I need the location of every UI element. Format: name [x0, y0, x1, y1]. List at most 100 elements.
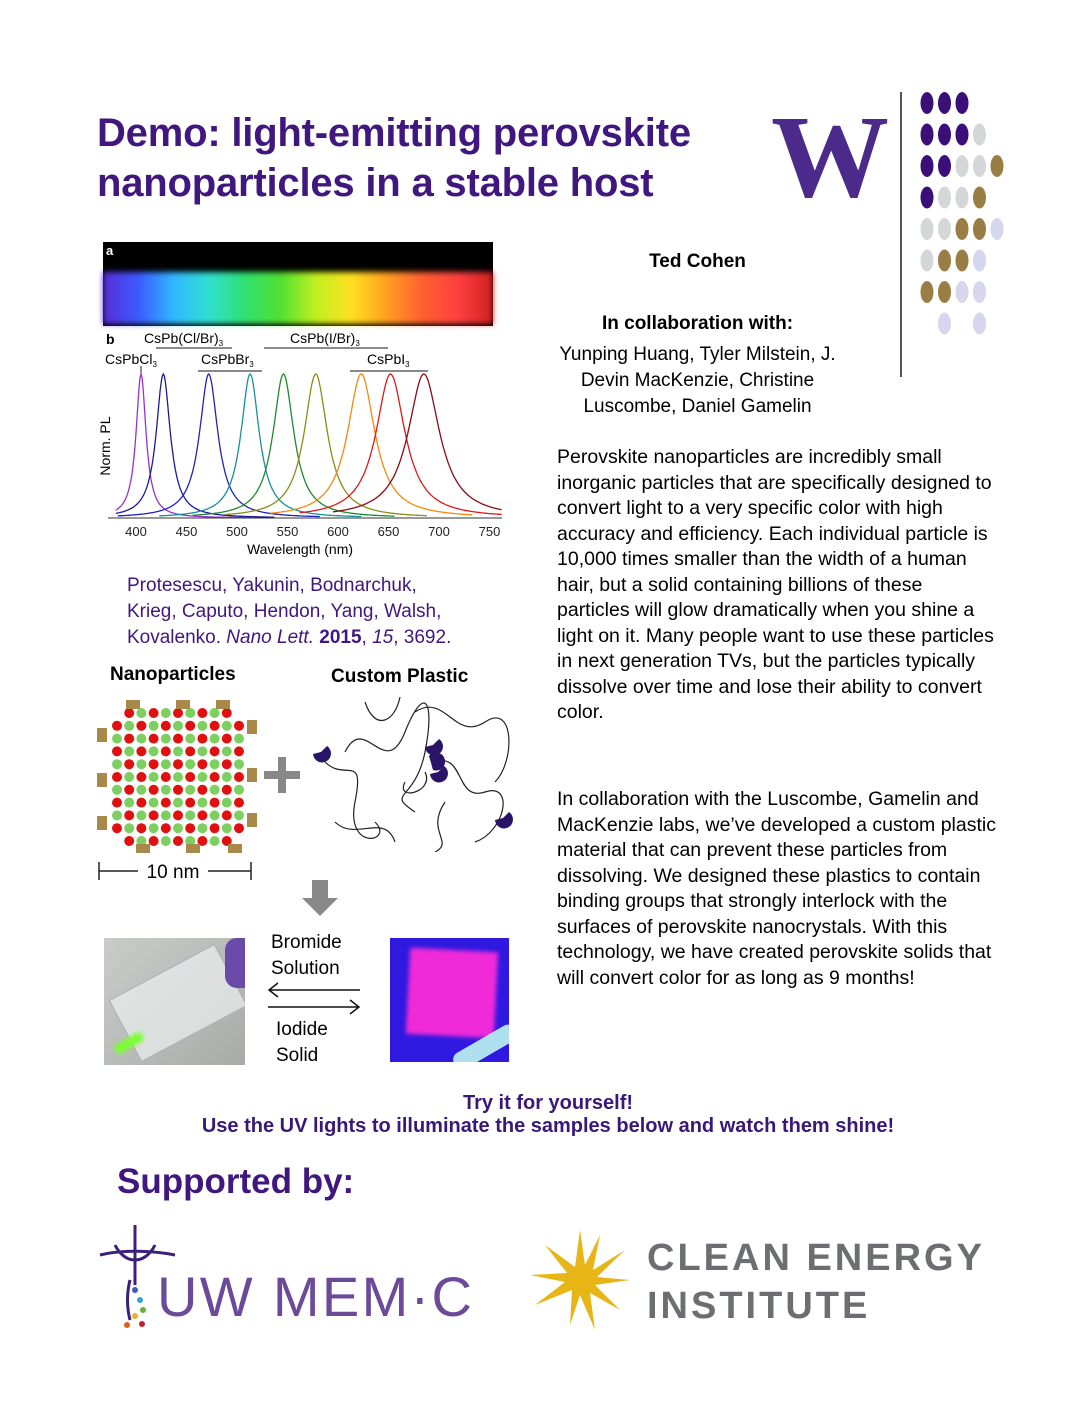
lattice-ion [234, 746, 244, 757]
cei-line-2: INSTITUTE [647, 1285, 870, 1327]
lattice-ion [173, 772, 183, 782]
lattice-ion [124, 720, 135, 731]
supported-by-heading: Supported by: [117, 1162, 355, 1201]
lattice-ion [197, 733, 208, 744]
lattice-ion [197, 772, 208, 782]
lattice-ion [234, 797, 244, 808]
x-tick-400: 400 [125, 524, 147, 539]
lattice-ion [234, 772, 244, 782]
lattice-ion [234, 759, 244, 770]
series-curve-7 [299, 373, 502, 516]
lattice-ion [234, 823, 244, 834]
x-tick-650: 650 [378, 524, 400, 539]
lattice-ion [160, 708, 171, 718]
x-tick-750: 750 [479, 524, 501, 539]
annot-clbr: CsPb(Cl/Br)3 [144, 330, 224, 348]
lattice-ion [209, 810, 220, 821]
x-tick-550: 550 [277, 524, 299, 539]
pl-spectra-chart: b CsPb(Cl/Br)3 CsPb(I/Br)3 CsPbCl3 CsPbB… [97, 330, 502, 557]
lattice-ion [221, 746, 232, 757]
citation-ref: Kovalenko. Nano Lett. 2015, 15, 3692. [127, 627, 452, 648]
lattice-ion [160, 836, 171, 846]
lattice-ion [112, 733, 122, 744]
lattice-ion [136, 746, 147, 757]
lattice-ion [148, 708, 159, 718]
author-name: Ted Cohen [649, 251, 746, 272]
lattice-ion [209, 720, 220, 731]
lattice-ion [112, 772, 122, 782]
nanoparticle-lattice-illustration [97, 700, 257, 853]
lattice-ion [148, 784, 159, 795]
lattice-ion [185, 708, 196, 718]
lattice-ion [112, 810, 122, 821]
lattice-ion [234, 810, 244, 821]
lattice-ion [209, 797, 220, 808]
ligand [97, 773, 107, 787]
uw-w-letter: W [771, 112, 889, 202]
film-photo-bromide [104, 938, 245, 1065]
lattice-ion [148, 720, 159, 731]
lattice-ion [221, 836, 232, 846]
x-tick-450: 450 [176, 524, 198, 539]
lattice-ion [173, 746, 183, 757]
page-title: Demo: light-emitting perovskite nanopart… [97, 108, 691, 208]
decor-dot [938, 218, 951, 240]
lattice-ion [136, 720, 147, 731]
citation: Protesescu, Yakunin, Bodnarchuk, Krieg, … [127, 573, 451, 651]
x-tick-500: 500 [226, 524, 248, 539]
lattice-ion [124, 810, 135, 821]
lattice-ion [160, 810, 171, 821]
lattice-ion [197, 797, 208, 808]
decor-dot [938, 92, 951, 114]
lattice-ion [124, 708, 135, 718]
down-arrow-icon [302, 880, 338, 916]
sun-burst-icon [530, 1230, 630, 1330]
lattice-ion [209, 733, 220, 744]
lattice-ion [173, 759, 183, 770]
lattice-ion [197, 708, 208, 718]
series-curve-8 [332, 373, 502, 513]
title-line-2: nanoparticles in a stable host [97, 161, 654, 205]
lattice-ion [234, 720, 244, 731]
decor-dot [920, 218, 934, 240]
ligand [97, 816, 107, 830]
lattice-ion [173, 784, 183, 795]
lattice-ion [136, 823, 147, 834]
lattice-ion [112, 823, 122, 834]
lattice-ion [136, 797, 147, 808]
ligand [126, 700, 140, 709]
ligand [186, 844, 200, 853]
decor-dot [920, 155, 934, 177]
decor-dot [990, 155, 1004, 177]
panel-b-label: b [106, 331, 115, 347]
plus-icon [264, 757, 300, 793]
panel-a-label: a [106, 243, 114, 258]
chart-series [115, 371, 502, 519]
lattice-ion [221, 823, 232, 834]
series-curve-4 [192, 373, 395, 517]
cta-line-2: Use the UV lights to illuminate the samp… [201, 1115, 895, 1137]
decor-dot [973, 281, 986, 303]
lattice-ion [185, 810, 196, 821]
x-axis-label: Wavelength (nm) [247, 541, 353, 557]
decor-dot [955, 218, 969, 240]
citation-authors-2: Krieg, Caputo, Hendon, Yang, Walsh, [127, 601, 442, 622]
ligand [136, 844, 150, 853]
lattice-ion [112, 784, 122, 795]
lattice-ion [136, 733, 147, 744]
uw-w-logo: W [771, 112, 889, 202]
lattice-ion [234, 733, 244, 744]
lattice-ion [160, 797, 171, 808]
chart-annotations: CsPb(Cl/Br)3 CsPb(I/Br)3 CsPbCl3 CsPbBr3… [105, 330, 428, 374]
lattice-ion [124, 746, 135, 757]
decor-dot [920, 281, 934, 303]
lattice-ion [234, 784, 244, 795]
lattice-ion [160, 784, 171, 795]
lattice-ion [148, 810, 159, 821]
decor-dot [973, 218, 986, 240]
decor-dot [955, 92, 969, 114]
decor-dot [938, 155, 951, 177]
